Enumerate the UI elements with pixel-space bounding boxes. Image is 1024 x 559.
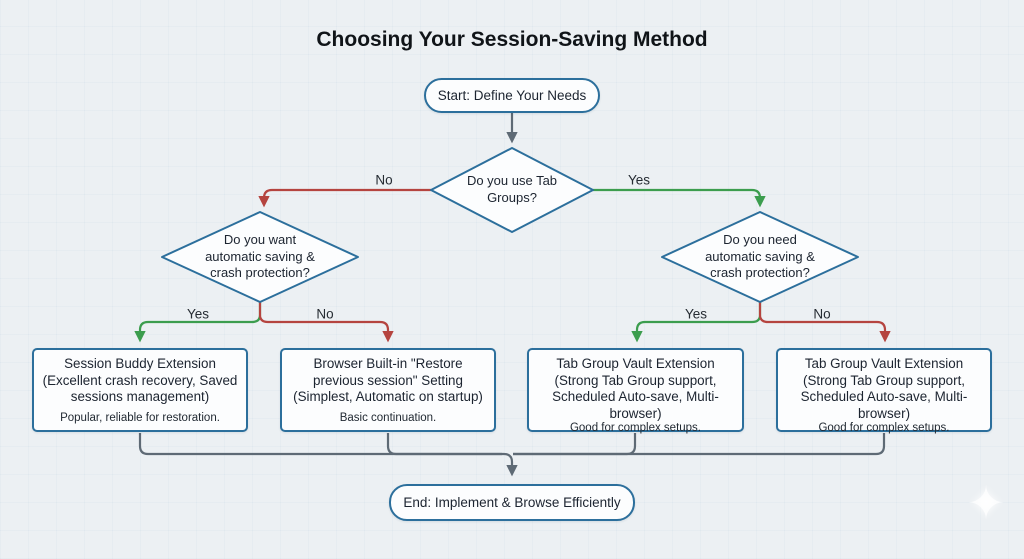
outcome-builtin-restore-note: Basic continuation.: [339, 411, 437, 424]
outcome-vault-yes-note: Good for complex setups.: [569, 422, 702, 435]
edge-label-need-yes: Yes: [684, 306, 708, 322]
edge-merge-vaultyes: [513, 433, 637, 456]
edge-label-tabgroups-no: No: [375, 172, 393, 188]
edge-merge-builtin: [386, 433, 502, 456]
outcome-session-buddy: Session Buddy Extension (Excellent crash…: [32, 348, 248, 432]
edge-want-no: [258, 302, 394, 343]
outcome-session-buddy-note: Popular, reliable for restoration.: [60, 411, 220, 424]
outcome-vault-no-label: Tab Group Vault Extension (Strong Tab Gr…: [800, 356, 968, 421]
edge-need-no: [758, 302, 891, 343]
page-title: Choosing Your Session-Saving Method: [316, 28, 708, 51]
outcome-builtin-restore: Browser Built-in "Restore previous sessi…: [280, 348, 496, 432]
decision-diamond-want-auto: [161, 211, 359, 303]
outcome-vault-no-note: Good for complex setups.: [818, 422, 950, 435]
edge-tabgroups-yes: [593, 188, 766, 208]
outcome-vault-yes-label: Tab Group Vault Extension (Strong Tab Gr…: [552, 356, 719, 421]
edge-label-tabgroups-yes: Yes: [627, 172, 651, 188]
outcome-vault-no: Tab Group Vault Extension (Strong Tab Gr…: [776, 348, 992, 435]
edge-tabgroups-no: [258, 188, 431, 208]
decision-diamond-need-auto: [661, 211, 859, 303]
start-node-label: Start: Define Your Needs: [437, 88, 587, 103]
decision-tab-groups-label: Do you use Tab Groups?: [466, 173, 558, 205]
decision-need-auto-label: Do you need automatic saving & crash pro…: [705, 232, 815, 281]
outcome-vault-yes: Tab Group Vault Extension (Strong Tab Gr…: [527, 348, 744, 435]
end-node: End: Implement & Browse Efficiently: [389, 484, 635, 521]
start-node: Start: Define Your Needs: [424, 78, 600, 113]
end-node-label: End: Implement & Browse Efficiently: [403, 495, 621, 510]
decision-diamond-tab-groups: [430, 147, 594, 233]
decision-want-auto-label: Do you want automatic saving & crash pro…: [205, 232, 315, 281]
edge-merge-vaultno: [513, 433, 886, 456]
edge-label-need-no: No: [813, 306, 831, 322]
edge-merge-sessionbuddy: [138, 433, 518, 477]
outcome-builtin-restore-label: Browser Built-in "Restore previous sessi…: [293, 356, 483, 405]
outcome-session-buddy-label: Session Buddy Extension (Excellent crash…: [42, 356, 238, 405]
edge-label-want-no: No: [316, 306, 334, 322]
edge-label-want-yes: Yes: [186, 306, 210, 322]
